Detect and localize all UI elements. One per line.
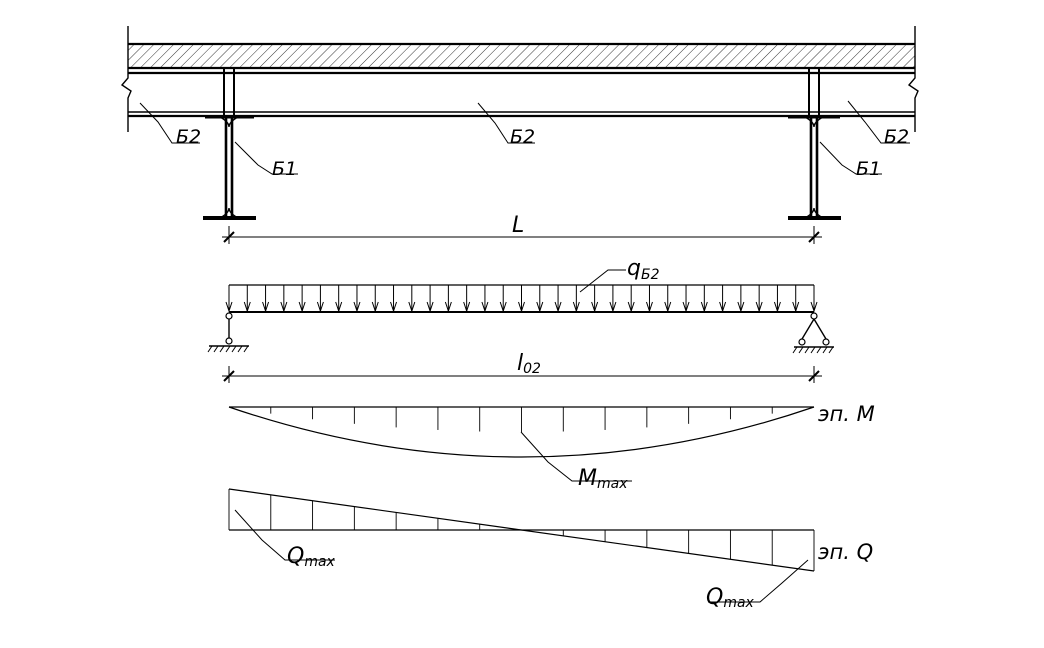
load-arrow: [572, 285, 580, 313]
load-arrow: [664, 285, 672, 313]
load-arrow: [335, 285, 343, 313]
label-qmax-left: Qmax: [287, 544, 336, 570]
secondary-beam-b2: [128, 71, 915, 118]
load-arrow: [755, 285, 763, 313]
shear-diagram: [228, 488, 815, 572]
load-arrow: [390, 285, 398, 313]
load-arrow: [280, 285, 288, 313]
label-b2-middle: Б2: [510, 126, 535, 148]
label-span-l02: l02: [517, 351, 541, 377]
load-arrow: [262, 285, 270, 313]
load-arrow: [463, 285, 471, 313]
load-arrow: [554, 285, 562, 313]
leader-qmax-right: [708, 559, 809, 603]
load-arrow: [518, 285, 525, 313]
label-b2-right: Б2: [884, 126, 909, 148]
load-arrow: [700, 285, 708, 313]
label-shear-diagram: эп. Q: [818, 540, 873, 564]
load-arrow: [426, 285, 434, 313]
support-right: [792, 312, 834, 354]
load-arrow: [316, 285, 324, 313]
break-line-left: [120, 26, 132, 132]
break-line-right: [907, 26, 919, 132]
leader-qmax-left: [234, 509, 335, 561]
load-arrow: [737, 285, 745, 313]
leader-b1-right: [819, 141, 882, 175]
load-arrow: [408, 285, 416, 313]
load-arrow: [773, 285, 781, 313]
support-left: [207, 312, 249, 353]
load-arrow: [645, 285, 653, 313]
leader-b2-left: [139, 102, 200, 144]
load-arrow: [225, 285, 233, 313]
label-b2-left: Б2: [176, 126, 201, 148]
left-connection: [205, 68, 254, 119]
moment-diagram: [228, 406, 815, 458]
load-arrows: [225, 284, 818, 313]
load-arrow: [298, 285, 306, 313]
load-arrow: [810, 285, 818, 313]
load-arrow: [591, 285, 599, 313]
label-mmax: Mmax: [578, 466, 628, 492]
load-arrow: [353, 285, 361, 313]
right-connection: [788, 68, 840, 119]
label-qmax-right: Qmax: [706, 585, 755, 611]
load-arrow: [792, 285, 800, 313]
slab: [128, 42, 915, 70]
load-arrow: [682, 285, 690, 313]
column-b1-left: [203, 116, 256, 220]
leader-b1-left: [234, 141, 298, 175]
leader-b2-right: [847, 100, 910, 144]
load-arrow: [627, 285, 635, 313]
dimension-l: [222, 226, 822, 244]
load-arrow: [719, 285, 727, 313]
leader-mmax: [520, 431, 632, 482]
label-moment-diagram: эп. M: [818, 402, 875, 426]
load-arrow: [481, 285, 489, 313]
dimension-l02: [222, 366, 822, 383]
load-arrow: [243, 285, 251, 313]
label-load-q: qБ2: [627, 256, 660, 283]
label-b1-left: Б1: [272, 158, 297, 180]
load-arrow: [444, 285, 452, 313]
load-arrow: [609, 285, 617, 313]
load-arrow: [371, 285, 379, 313]
load-arrow: [536, 285, 544, 313]
leader-load: [579, 269, 626, 293]
leader-b2-middle: [477, 102, 535, 144]
load-arrow: [499, 285, 507, 313]
label-span-l: L: [512, 213, 524, 238]
column-b1-right: [788, 116, 841, 220]
label-b1-right: Б1: [856, 158, 881, 180]
